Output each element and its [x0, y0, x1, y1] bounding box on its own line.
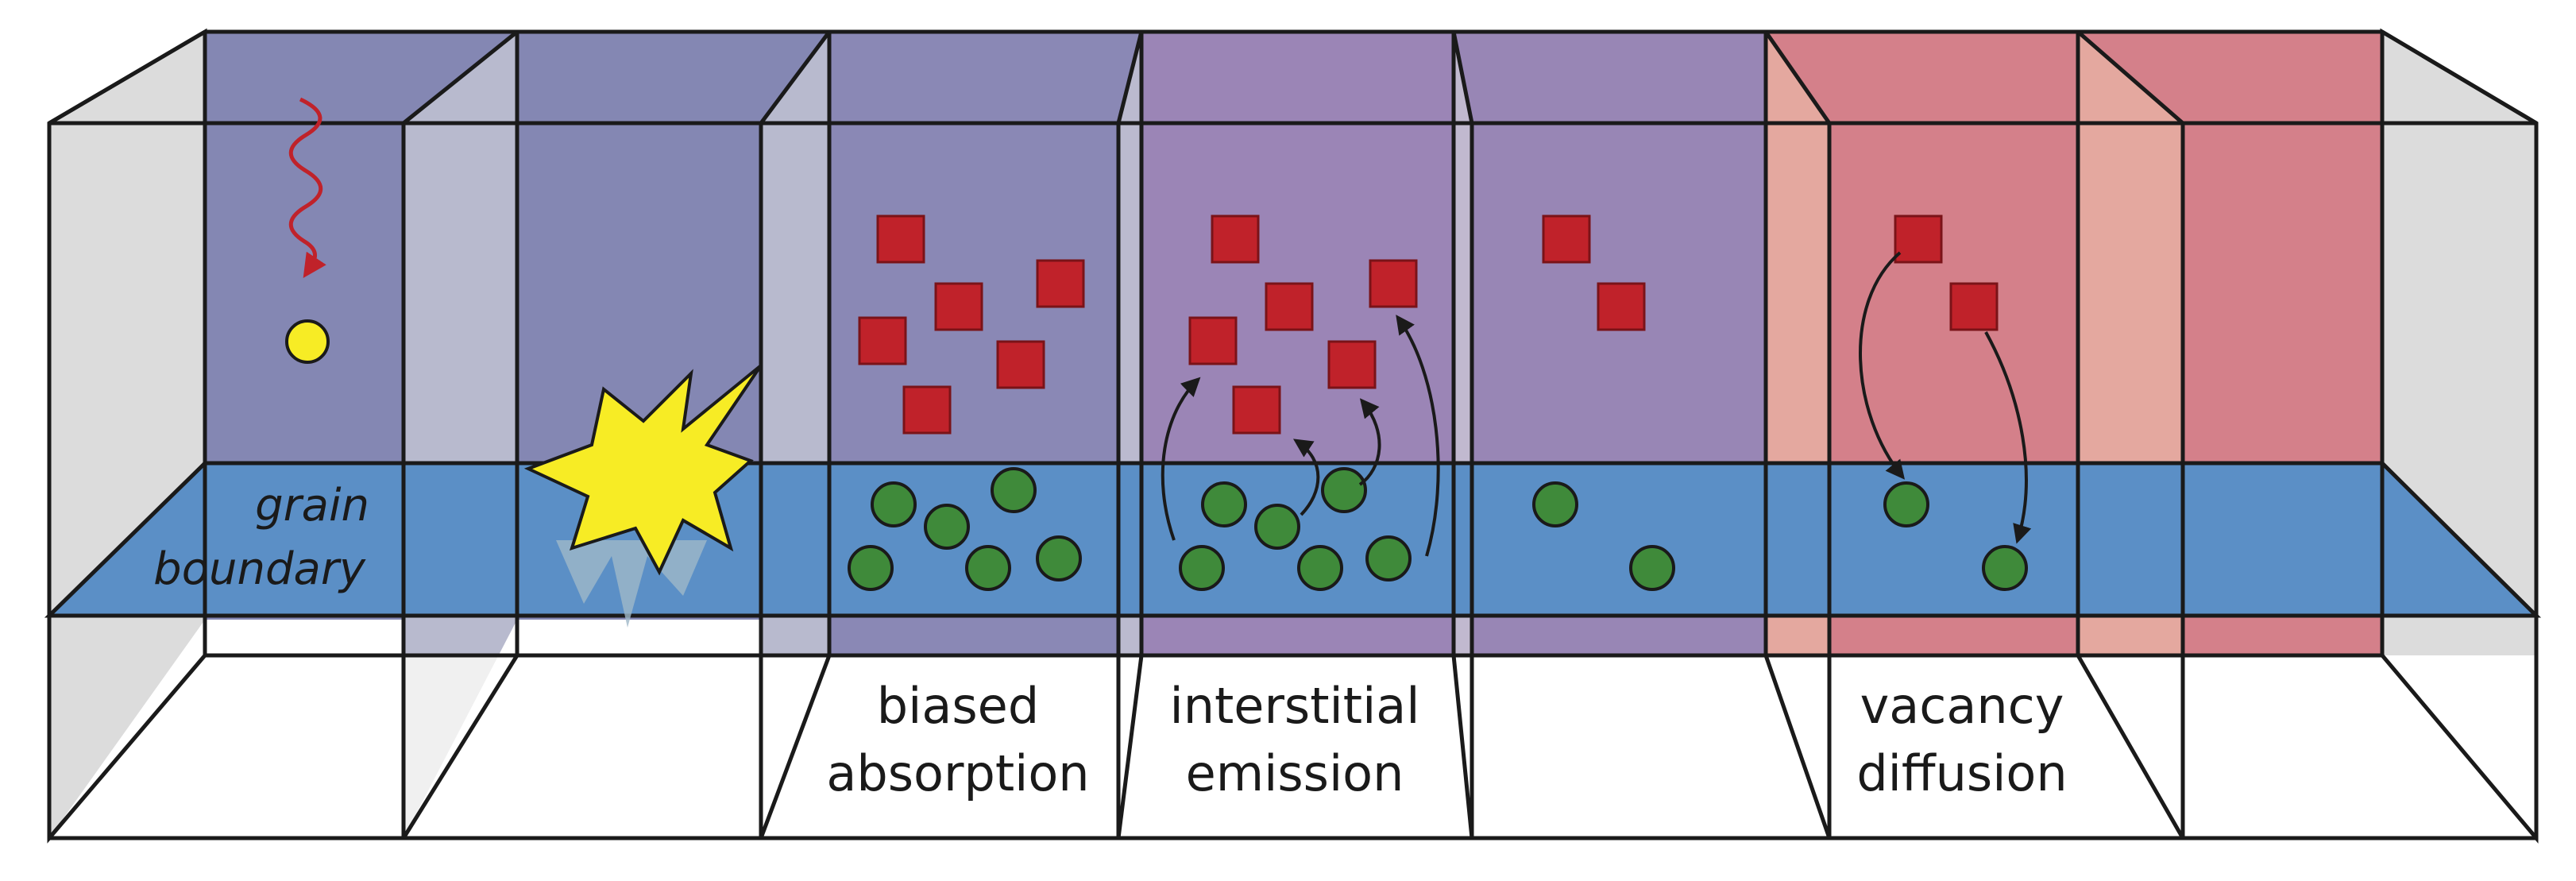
interstitial-icon [1036, 259, 1085, 308]
box-wireframe [47, 29, 2539, 840]
front-panel-4 [1118, 655, 1472, 838]
interstitial-icon [858, 316, 907, 365]
panel-6-label-line1: vacancy [1860, 677, 2064, 735]
front-panel-2 [404, 620, 761, 838]
panel-6-vacancy-diffusion: vacancy diffusion [1856, 214, 2068, 802]
interstitial-icon [1211, 214, 1260, 264]
vacancy-icon [1036, 535, 1082, 582]
vacancy-icon [1883, 481, 1929, 527]
interstitial-icon [1597, 282, 1646, 331]
interstitial-icon [1232, 385, 1281, 435]
vacancy-icon [1982, 545, 2028, 591]
interstitial-icon [1369, 259, 1418, 308]
vacancy-icon [848, 545, 894, 591]
vacancy-icon [1321, 467, 1367, 513]
vacancy-icon [1532, 481, 1578, 527]
curved-arrow-icon [1859, 251, 1906, 480]
vacancy-icon [924, 504, 970, 550]
vacancy-icon [1254, 504, 1300, 550]
starburst-icon [523, 364, 763, 576]
front-panel-7 [2183, 655, 2536, 838]
front-panel-5 [1472, 655, 1829, 838]
interstitial-icon [934, 282, 983, 331]
divider-slab-5 [1766, 32, 1829, 838]
divider-slab-3 [1118, 32, 1141, 838]
interstitial-icon [1894, 214, 1943, 264]
panel-5-remaining-defects [1532, 214, 1675, 591]
divider-slab-1 [404, 32, 517, 838]
panel-4-label-line1: interstitial [1169, 677, 1419, 735]
incoming-particle-icon [285, 319, 330, 364]
panel-3-label-line1: biased [877, 677, 1039, 735]
interstitial-icon [1327, 340, 1377, 389]
vacancy-icon [1201, 481, 1247, 527]
curved-arrow-icon [1984, 331, 2032, 544]
panel-4-interstitial-emission: interstitial emission [1161, 214, 1440, 802]
panel-6-label-line2: diffusion [1856, 744, 2067, 802]
interstitial-icon [1188, 316, 1238, 365]
divider-slab-4 [1454, 32, 1472, 838]
panel-4-label-line2: emission [1186, 744, 1404, 802]
divider-slabs [404, 32, 2183, 838]
vacancy-icon [871, 481, 917, 527]
interstitial-icon [1542, 214, 1591, 264]
panel-3-label-line2: absorption [826, 744, 1089, 802]
vacancy-icon [1365, 535, 1412, 582]
wavy-arrow-icon [288, 97, 326, 278]
starburst-shadow-icon [556, 540, 707, 628]
divider-slab-2 [761, 32, 829, 838]
panel-3-biased-absorption: biased absorption [826, 214, 1090, 802]
grain-boundary-label-line1: grain [255, 480, 369, 531]
interstitial-icon [902, 385, 952, 435]
curved-arrow-icon [1292, 439, 1320, 516]
front-lower-panels [49, 620, 2536, 838]
curved-arrow-icon [1396, 315, 1440, 557]
curved-arrow-icon [1358, 398, 1381, 486]
interstitial-icon [996, 340, 1045, 389]
curved-arrow-icon [1161, 377, 1201, 541]
vacancy-icon [1179, 545, 1225, 591]
front-panel-6 [1829, 655, 2183, 838]
vacancy-icon [1629, 545, 1675, 591]
grain-boundary-label-line2: boundary [153, 543, 366, 595]
front-panel-1 [49, 620, 404, 838]
interstitial-icon [876, 214, 925, 264]
vacancy-icon [1297, 545, 1343, 591]
interstitial-icon [1949, 282, 1999, 331]
vacancy-icon [991, 467, 1037, 513]
front-panel-3 [761, 655, 1118, 838]
divider-slab-6 [2078, 32, 2183, 838]
vacancy-icon [965, 545, 1011, 591]
interstitial-icon [1265, 282, 1314, 331]
panel-2-collision-cascade [523, 364, 763, 628]
panel-1-incoming-particle: grain boundary [153, 97, 369, 595]
